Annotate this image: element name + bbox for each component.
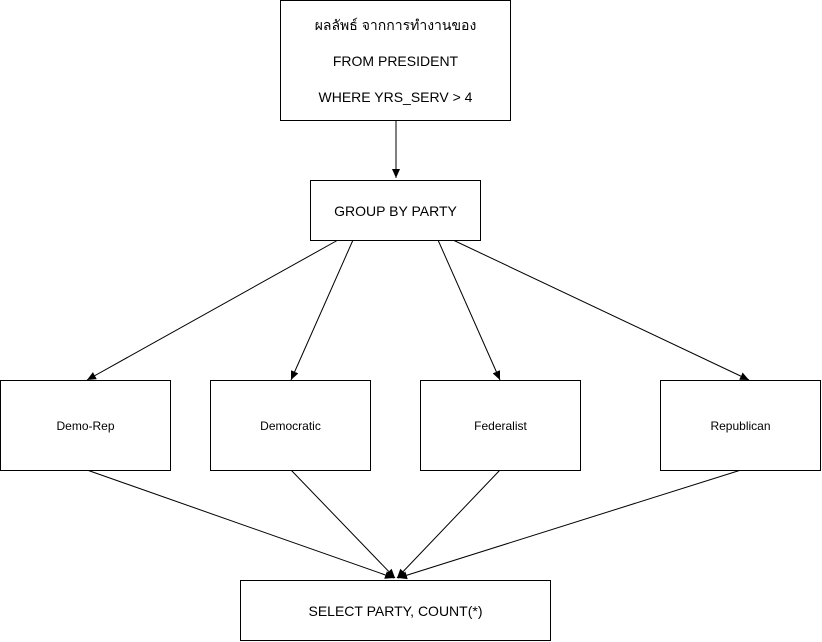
party-box-demo-rep: Demo-Rep	[0, 380, 171, 471]
result-label: SELECT PARTY, COUNT(*)	[308, 602, 483, 619]
arrow-democratic-to-result	[290, 469, 396, 579]
party-label-demo-rep: Demo-Rep	[56, 418, 115, 433]
arrow-republican-to-result	[397, 469, 742, 580]
group-by-label: GROUP BY PARTY	[334, 202, 457, 219]
arrow-demo-rep-to-result	[86, 469, 395, 579]
source-query-box: ผลลัพธ์ จากการทำงานของ FROM PRESIDENT WH…	[280, 0, 511, 121]
arrow-groupby-to-federalist	[437, 239, 501, 381]
source-line-3: WHERE YRS_SERV > 4	[318, 88, 473, 105]
group-by-box: GROUP BY PARTY	[310, 180, 481, 241]
party-box-democratic: Democratic	[210, 380, 371, 471]
arrow-groupby-to-demo-rep	[86, 239, 339, 381]
arrow-groupby-to-republican	[452, 239, 750, 381]
party-label-federalist: Federalist	[474, 418, 527, 433]
arrow-federalist-to-result	[396, 469, 501, 579]
arrow-groupby-to-democratic	[290, 239, 354, 381]
party-box-republican: Republican	[660, 380, 821, 471]
party-box-federalist: Federalist	[420, 380, 581, 471]
party-label-republican: Republican	[710, 418, 771, 433]
source-line-1: ผลลัพธ์ จากการทำงานของ	[314, 16, 477, 33]
result-box: SELECT PARTY, COUNT(*)	[240, 580, 551, 641]
source-line-2: FROM PRESIDENT	[332, 52, 459, 69]
party-label-democratic: Democratic	[260, 418, 321, 433]
